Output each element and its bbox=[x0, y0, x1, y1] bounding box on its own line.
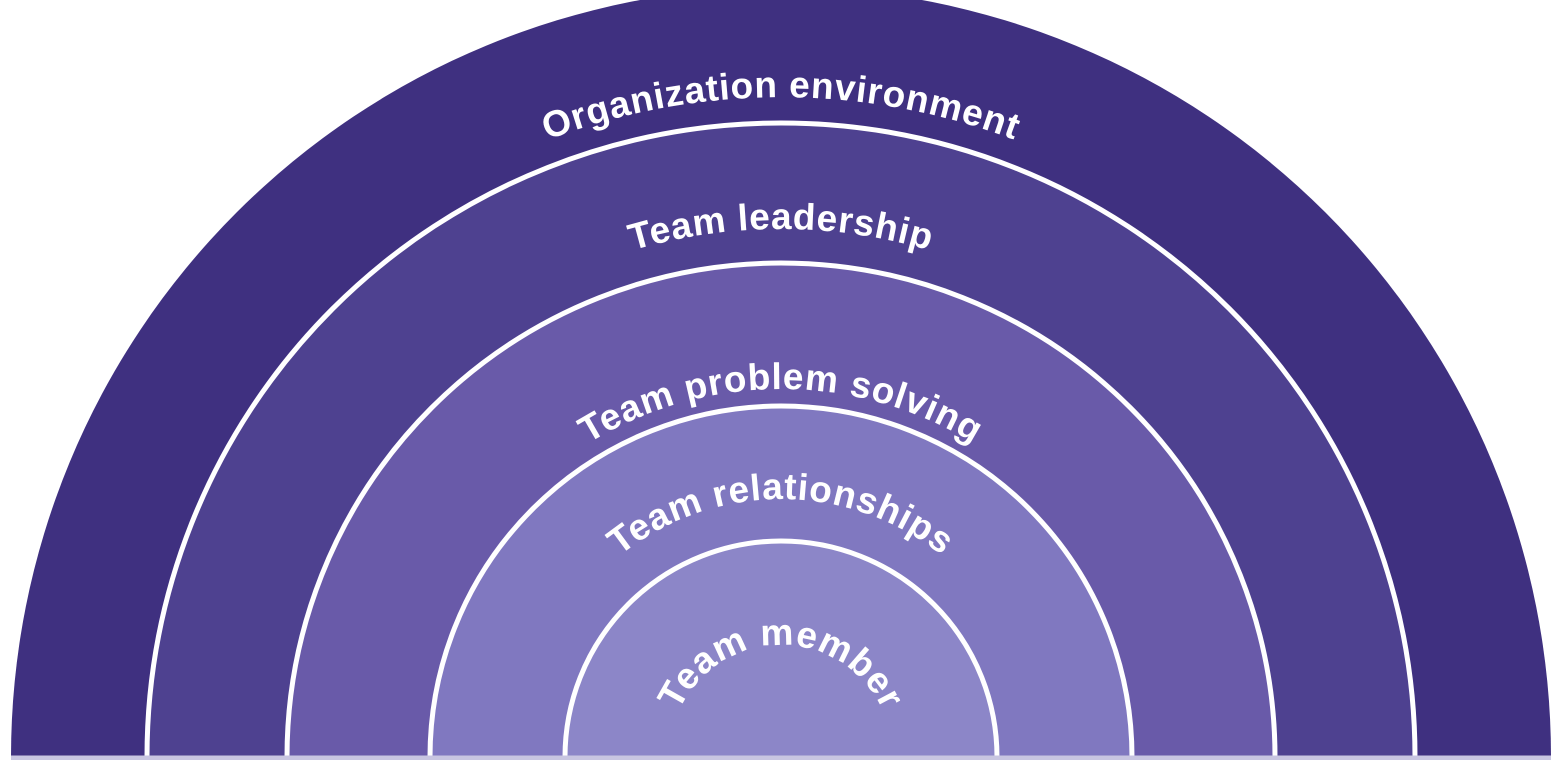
bottom-edge-strip bbox=[11, 755, 1551, 760]
